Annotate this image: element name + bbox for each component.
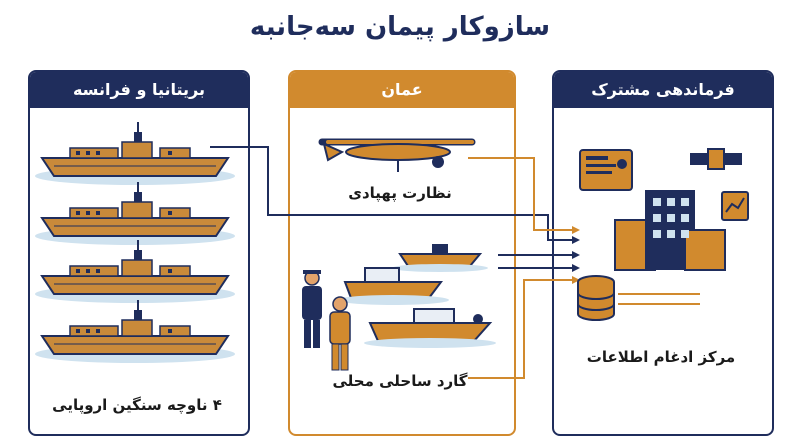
monitor-icon: [579, 149, 633, 191]
frigates-caption: ۴ ناوچه سنگین اروپایی: [52, 396, 222, 414]
coast-guard-officer-icon: [302, 270, 322, 348]
patrol-boat-icon: [364, 308, 496, 348]
uk-france-connectors: [210, 146, 572, 269]
intel-center-caption: مرکز ادغام اطلاعات: [586, 348, 736, 366]
oman-header: عمان: [290, 72, 514, 108]
monitor-icon: [721, 191, 749, 221]
coast-guard-officer-icon: [329, 296, 351, 371]
oman-connectors: [468, 157, 572, 379]
coast-guard-caption: گارد ساحلی محلی: [332, 372, 468, 390]
patrol-boat-icon: [392, 244, 488, 272]
drone-caption: نظارت پهپادی: [348, 184, 452, 202]
page-title: سازوکار پیمان سه‌جانبه: [249, 12, 551, 42]
joint-command-panel: فرماندهی مشترک: [552, 70, 774, 436]
headquarters-icon: [614, 190, 726, 271]
drone-icon: [318, 138, 476, 172]
uk-france-header: بریتانیا و فرانسه: [30, 72, 248, 108]
frigate-icon: [34, 121, 236, 186]
frigate-icon: [34, 299, 236, 364]
arrowheads: [572, 236, 580, 272]
frigate-icon: [34, 181, 236, 246]
joint-command-header: فرماندهی مشترک: [554, 72, 772, 108]
frigate-icon: [34, 239, 236, 304]
database-icon: [577, 275, 615, 321]
satellite-icon: [690, 148, 742, 170]
patrol-boat-icon: [337, 267, 449, 305]
